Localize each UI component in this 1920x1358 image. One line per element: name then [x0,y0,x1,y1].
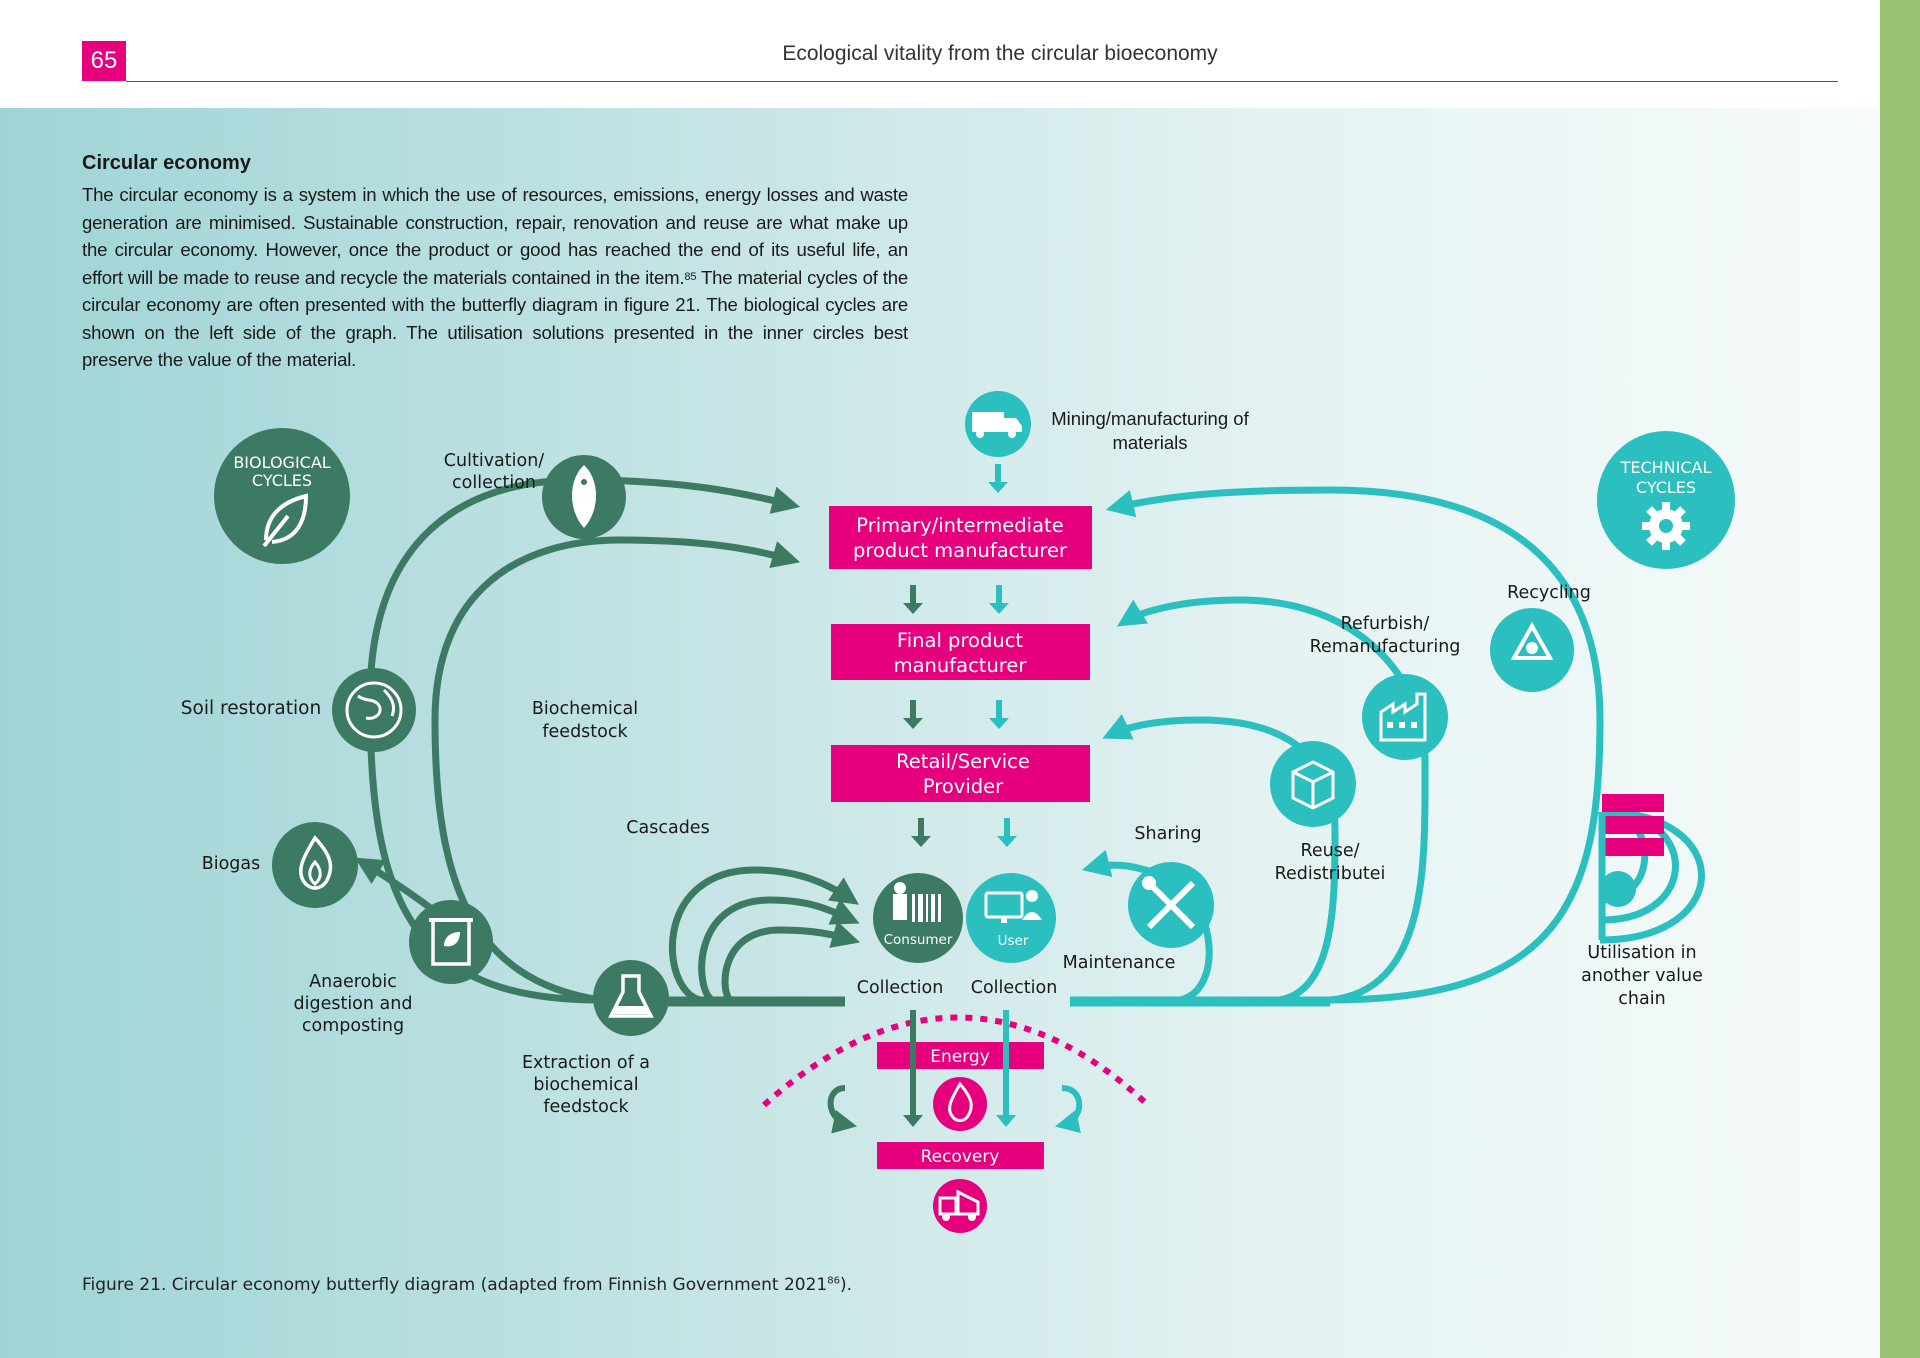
intro-paragraph: The circular economy is a system in whic… [82,181,908,374]
footnote-ref: 85 [684,270,697,283]
side-color-bar [1880,0,1920,1358]
energy-curl-left [827,1085,858,1134]
flow-down-arrows [903,464,1017,847]
cascades-label: Cascades [626,818,709,838]
caption-text: Figure 21. Circular economy butterfly di… [82,1275,828,1295]
figure-caption: Figure 21. Circular economy butterfly di… [82,1275,852,1295]
recovery-label: Recovery [921,1147,1000,1167]
maintenance-label: Maintenance [1063,953,1176,973]
collection-right-label: Collection [971,978,1058,998]
anaerobic-label-2: digestion and [294,994,413,1014]
recycling-arc [1070,486,1604,1004]
recovery-box [877,1142,1044,1169]
flame-icon [272,822,358,908]
box-retail-line1: Retail/Service [896,750,1030,773]
anaerobic-label-3: composting [302,1016,404,1036]
flame-icon-energy [933,1077,987,1131]
technical-cycles-badge [1597,431,1735,569]
box-primary-line2: product manufacturer [853,539,1068,562]
user-label: User [998,933,1029,949]
utilisation-label-3: chain [1618,989,1665,1009]
factory-icon [1362,674,1448,760]
mining-label-2: materials [1112,432,1187,453]
soil-restoration-label: Soil restoration [181,698,321,719]
gear-icon [1642,502,1690,550]
header-rule [126,81,1838,82]
tech-badge-line2: CYCLES [1636,478,1696,497]
utilisation-label-1: Utilisation in [1587,943,1696,963]
intro-text-rest: The material cycles of the circular econ… [82,266,908,371]
cascade-1 [668,866,859,1004]
utilisation-label-2: another value [1581,966,1703,986]
caption-footnote: 86 [827,1275,840,1287]
cascade-3 [721,921,861,1003]
flask-icon [593,960,669,1036]
energy-box [877,1042,1044,1069]
biochemical-feedstock-label-2: feedstock [542,722,628,742]
box-final-manufacturer [831,624,1090,680]
extraction-label-1: Extraction of a [522,1053,650,1073]
leaf-icon [262,493,309,548]
utilisation-icon [1598,794,1664,940]
box-primary-line1: Primary/intermediate [856,514,1063,537]
bio-badge-line2: CYCLES [252,471,312,490]
box-retail-provider [831,745,1090,802]
reuse-label-1: Reuse/ [1300,841,1359,861]
extraction-label-3: feedstock [543,1097,629,1117]
recycling-label: Recycling [1507,583,1591,603]
reuse-label-2: Redistributei [1275,864,1386,884]
intro-text-main: The circular economy is a system in whic… [82,184,908,288]
box-final-line2: manufacturer [894,654,1028,677]
bio-badge-line1: BIOLOGICAL [233,453,330,472]
cascade-2 [698,896,860,1004]
cultivation-label-2: collection [452,473,536,493]
mining-label-1: Mining/manufacturing of [1051,408,1249,429]
biochemical-feedstock-label-1: Biochemical [532,699,638,719]
collection-left-label: Collection [857,978,944,998]
cultivation-label-1: Cultivation/ [444,451,544,471]
consumer-label: Consumer [884,932,953,948]
running-title: Ecological vitality from the circular bi… [782,42,1218,65]
box-final-line1: Final product [897,629,1023,652]
biological-cycles-badge [214,428,350,564]
section-heading: Circular economy [82,152,251,174]
globe-icon [332,668,416,752]
refurbish-label-1: Refurbish/ [1341,614,1430,634]
caption-tail: ). [839,1275,853,1295]
refurbish-label-2: Remanufacturing [1310,637,1461,657]
energy-label: Energy [930,1047,990,1067]
box-primary-manufacturer [829,506,1092,569]
energy-curl-right [1054,1085,1083,1134]
butterfly-diagram: Primary/intermediate product manufacture… [181,391,1735,1233]
box-retail-line2: Provider [923,775,1004,798]
sharing-label: Sharing [1134,824,1201,844]
tech-badge-line1: TECHNICAL [1620,458,1712,477]
anaerobic-label-1: Anaerobic [309,972,397,992]
page-number: 65 [82,41,126,81]
biogas-label: Biogas [202,854,261,874]
intro-section: Circular economy The circular economy is… [82,152,908,374]
energy-dashed-arc [762,1014,1151,1108]
extraction-label-2: biochemical [533,1075,638,1095]
